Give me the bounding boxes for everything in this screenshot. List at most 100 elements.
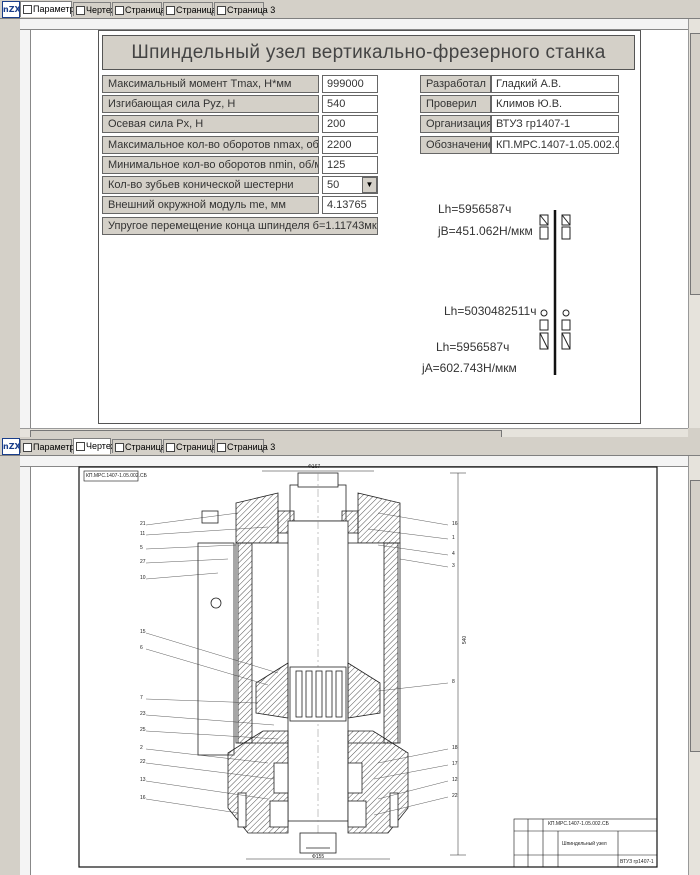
leader-number: 16 (452, 521, 458, 527)
app-icon[interactable]: nZX (2, 438, 21, 455)
tab-page-3[interactable]: Страница 3 (214, 2, 275, 16)
leader-number: 4 (452, 551, 455, 557)
leader-number: 27 (140, 559, 146, 565)
page-icon (217, 443, 226, 452)
bottom-vertical-scrollbar[interactable] (688, 456, 700, 875)
tab-page-3[interactable]: Страница 3 (214, 439, 275, 453)
corner-stamp: КП.МРС.1407-1.05.002.СБ (86, 473, 147, 479)
leader-number: 25 (140, 727, 146, 733)
tab-label: Страница 2 (176, 442, 225, 452)
info-label: Организация (420, 115, 491, 133)
dim-top-label: Ф167 (308, 464, 321, 470)
px-input[interactable]: 200 (322, 115, 378, 133)
tab-label: Страница 1 (125, 442, 174, 452)
tab-params[interactable]: Параметры (20, 439, 81, 453)
tab-label: Страница 2 (176, 5, 225, 15)
developer-field[interactable]: Гладкий А.В. (491, 75, 619, 93)
titleblock-code: КП.МРС.1407-1.05.002.СБ (548, 821, 609, 827)
param-label: Минимальное кол-во оборотов nmin, об/мин (102, 156, 319, 174)
param-label: Изгибающая сила Pyz, Н (102, 95, 319, 113)
top-horizontal-ruler (20, 19, 688, 30)
form-frame (98, 30, 641, 424)
jb-label: jB=451.062Н/мкм (438, 224, 533, 238)
page-icon (76, 442, 85, 451)
tab-drawing[interactable]: Чертеж (73, 2, 117, 16)
tab-label: Чертеж (86, 441, 117, 451)
tab-page-2[interactable]: Страница 2 (163, 2, 224, 16)
tab-params[interactable]: Параметры (20, 1, 81, 17)
top-tab-bar: nZX Параметры Чертеж Страница 1 Страница… (0, 0, 700, 19)
leader-number: 2 (140, 745, 143, 751)
lh-mid-label: Lh=5030482511ч (444, 304, 537, 318)
top-pane: nZX Параметры Чертеж Страница 1 Страница… (0, 0, 700, 439)
leader-number: 8 (452, 679, 455, 685)
tab-label: Параметры (33, 4, 81, 14)
info-label: Проверил (420, 95, 491, 113)
leader-number: 21 (140, 521, 146, 527)
page-icon (166, 6, 175, 15)
checker-field[interactable]: Климов Ю.В. (491, 95, 619, 113)
tab-page-1[interactable]: Страница 1 (112, 2, 173, 16)
bottom-tab-bar: nZX Параметры Чертеж Страница 1 Страница… (0, 437, 700, 456)
page-icon (115, 443, 124, 452)
pyz-input[interactable]: 540 (322, 95, 378, 113)
page-icon (23, 5, 32, 14)
page-title: Шпиндельный узел вертикально-фрезерного … (102, 35, 635, 70)
tab-label: Страница 3 (227, 5, 276, 15)
module-input[interactable]: 4.13765 (322, 196, 378, 214)
tab-label: Страница 3 (227, 442, 276, 452)
leader-number: 6 (140, 645, 143, 651)
leader-number: 11 (140, 531, 146, 537)
param-label: Внешний окружной модуль me, мм (102, 196, 319, 214)
leader-number: 12 (452, 777, 458, 783)
leader-number: 10 (140, 575, 146, 581)
top-vertical-scrollbar[interactable] (688, 19, 700, 428)
tab-page-2[interactable]: Страница 2 (163, 439, 224, 453)
param-label: Максимальное кол-во оборотов nmax, об/ми… (102, 136, 319, 154)
info-label: Обозначение (420, 136, 491, 154)
titleblock-org: ВТУЗ гр1407-1 (620, 859, 654, 865)
leader-number: 23 (140, 711, 146, 717)
spindle-scheme (539, 210, 571, 375)
page-icon (23, 443, 32, 452)
designation-field[interactable]: КП.МРС.1407-1.05.002.СБ (491, 136, 619, 154)
nmax-input[interactable]: 2200 (322, 136, 378, 154)
leader-number: 13 (140, 777, 146, 783)
tab-label: Страница 1 (125, 5, 174, 15)
assembly-drawing (78, 466, 658, 868)
leader-number: 5 (140, 545, 143, 551)
leader-number: 17 (452, 761, 458, 767)
ja-label: jA=602.743Н/мкм (422, 361, 517, 375)
tab-drawing[interactable]: Чертеж (73, 438, 117, 454)
chevron-down-icon[interactable]: ▼ (362, 177, 377, 193)
param-label: Максимальный момент Tmax, Н*мм (102, 75, 319, 93)
bottom-vertical-ruler (20, 467, 31, 875)
page-icon (115, 6, 124, 15)
result-text: Упругое перемещение конца шпинделя б=1.1… (102, 217, 378, 235)
leader-number: 3 (452, 563, 455, 569)
nmin-input[interactable]: 125 (322, 156, 378, 174)
page-icon (217, 6, 226, 15)
leader-number: 7 (140, 695, 143, 701)
tmax-input[interactable]: 999000 (322, 75, 378, 93)
scroll-thumb[interactable] (690, 33, 700, 295)
leader-number: 22 (452, 793, 458, 799)
top-vertical-ruler (20, 30, 31, 428)
leader-number: 16 (140, 795, 146, 801)
app-icon[interactable]: nZX (2, 1, 21, 18)
dim-bottom-label: Ф155 (312, 854, 325, 860)
page-icon (166, 443, 175, 452)
leader-number: 15 (140, 629, 146, 635)
scroll-thumb[interactable] (690, 480, 700, 752)
lh-bottom-label: Lh=5956587ч (436, 340, 510, 354)
leader-number: 1 (452, 535, 455, 541)
leader-number: 22 (140, 759, 146, 765)
page-icon (76, 6, 85, 15)
tab-page-1[interactable]: Страница 1 (112, 439, 173, 453)
organization-field[interactable]: ВТУЗ гр1407-1 (491, 115, 619, 133)
lh-top-label: Lh=5956587ч (438, 202, 512, 216)
param-label: Осевая сила Px, Н (102, 115, 319, 133)
tab-label: Параметры (33, 442, 81, 452)
info-label: Разработал (420, 75, 491, 93)
leader-number: 18 (452, 745, 458, 751)
